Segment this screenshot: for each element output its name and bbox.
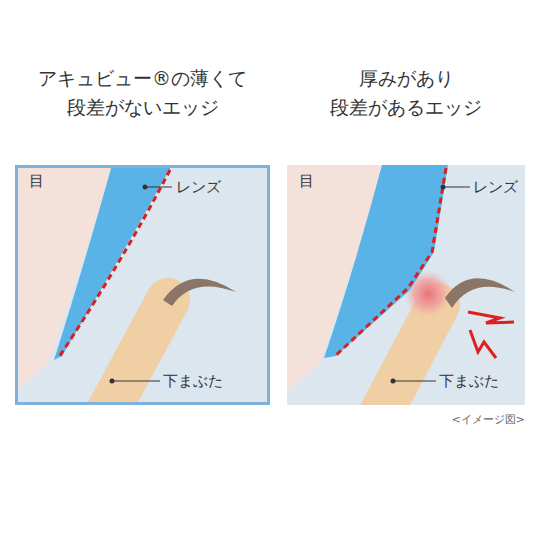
lens-label: レンズ: [473, 178, 518, 196]
eyelid-label: 下まぶた: [163, 372, 223, 390]
right-panel-art: [287, 165, 525, 405]
comparison-panel: アキュビュー®の薄くて 段差がないエッジ目 レンズ下まぶた: [15, 60, 270, 405]
left-panel-art: [15, 165, 270, 405]
eye-label: 目: [29, 172, 44, 190]
leader-lines: [112, 187, 470, 381]
panel-heading: アキュビュー®の薄くて 段差がないエッジ: [34, 64, 252, 123]
eyelid-label: 下まぶた: [439, 372, 499, 390]
eye-label: 目: [299, 172, 314, 190]
caption: <イメージ図>: [452, 412, 525, 427]
comparison-panel: 厚みがあり 段差があるエッジ目 レンズ下まぶた: [287, 60, 525, 405]
panel-heading: 厚みがあり 段差があるエッジ: [297, 64, 515, 123]
leader-dots: [110, 185, 446, 384]
lens-label: レンズ: [176, 178, 221, 196]
